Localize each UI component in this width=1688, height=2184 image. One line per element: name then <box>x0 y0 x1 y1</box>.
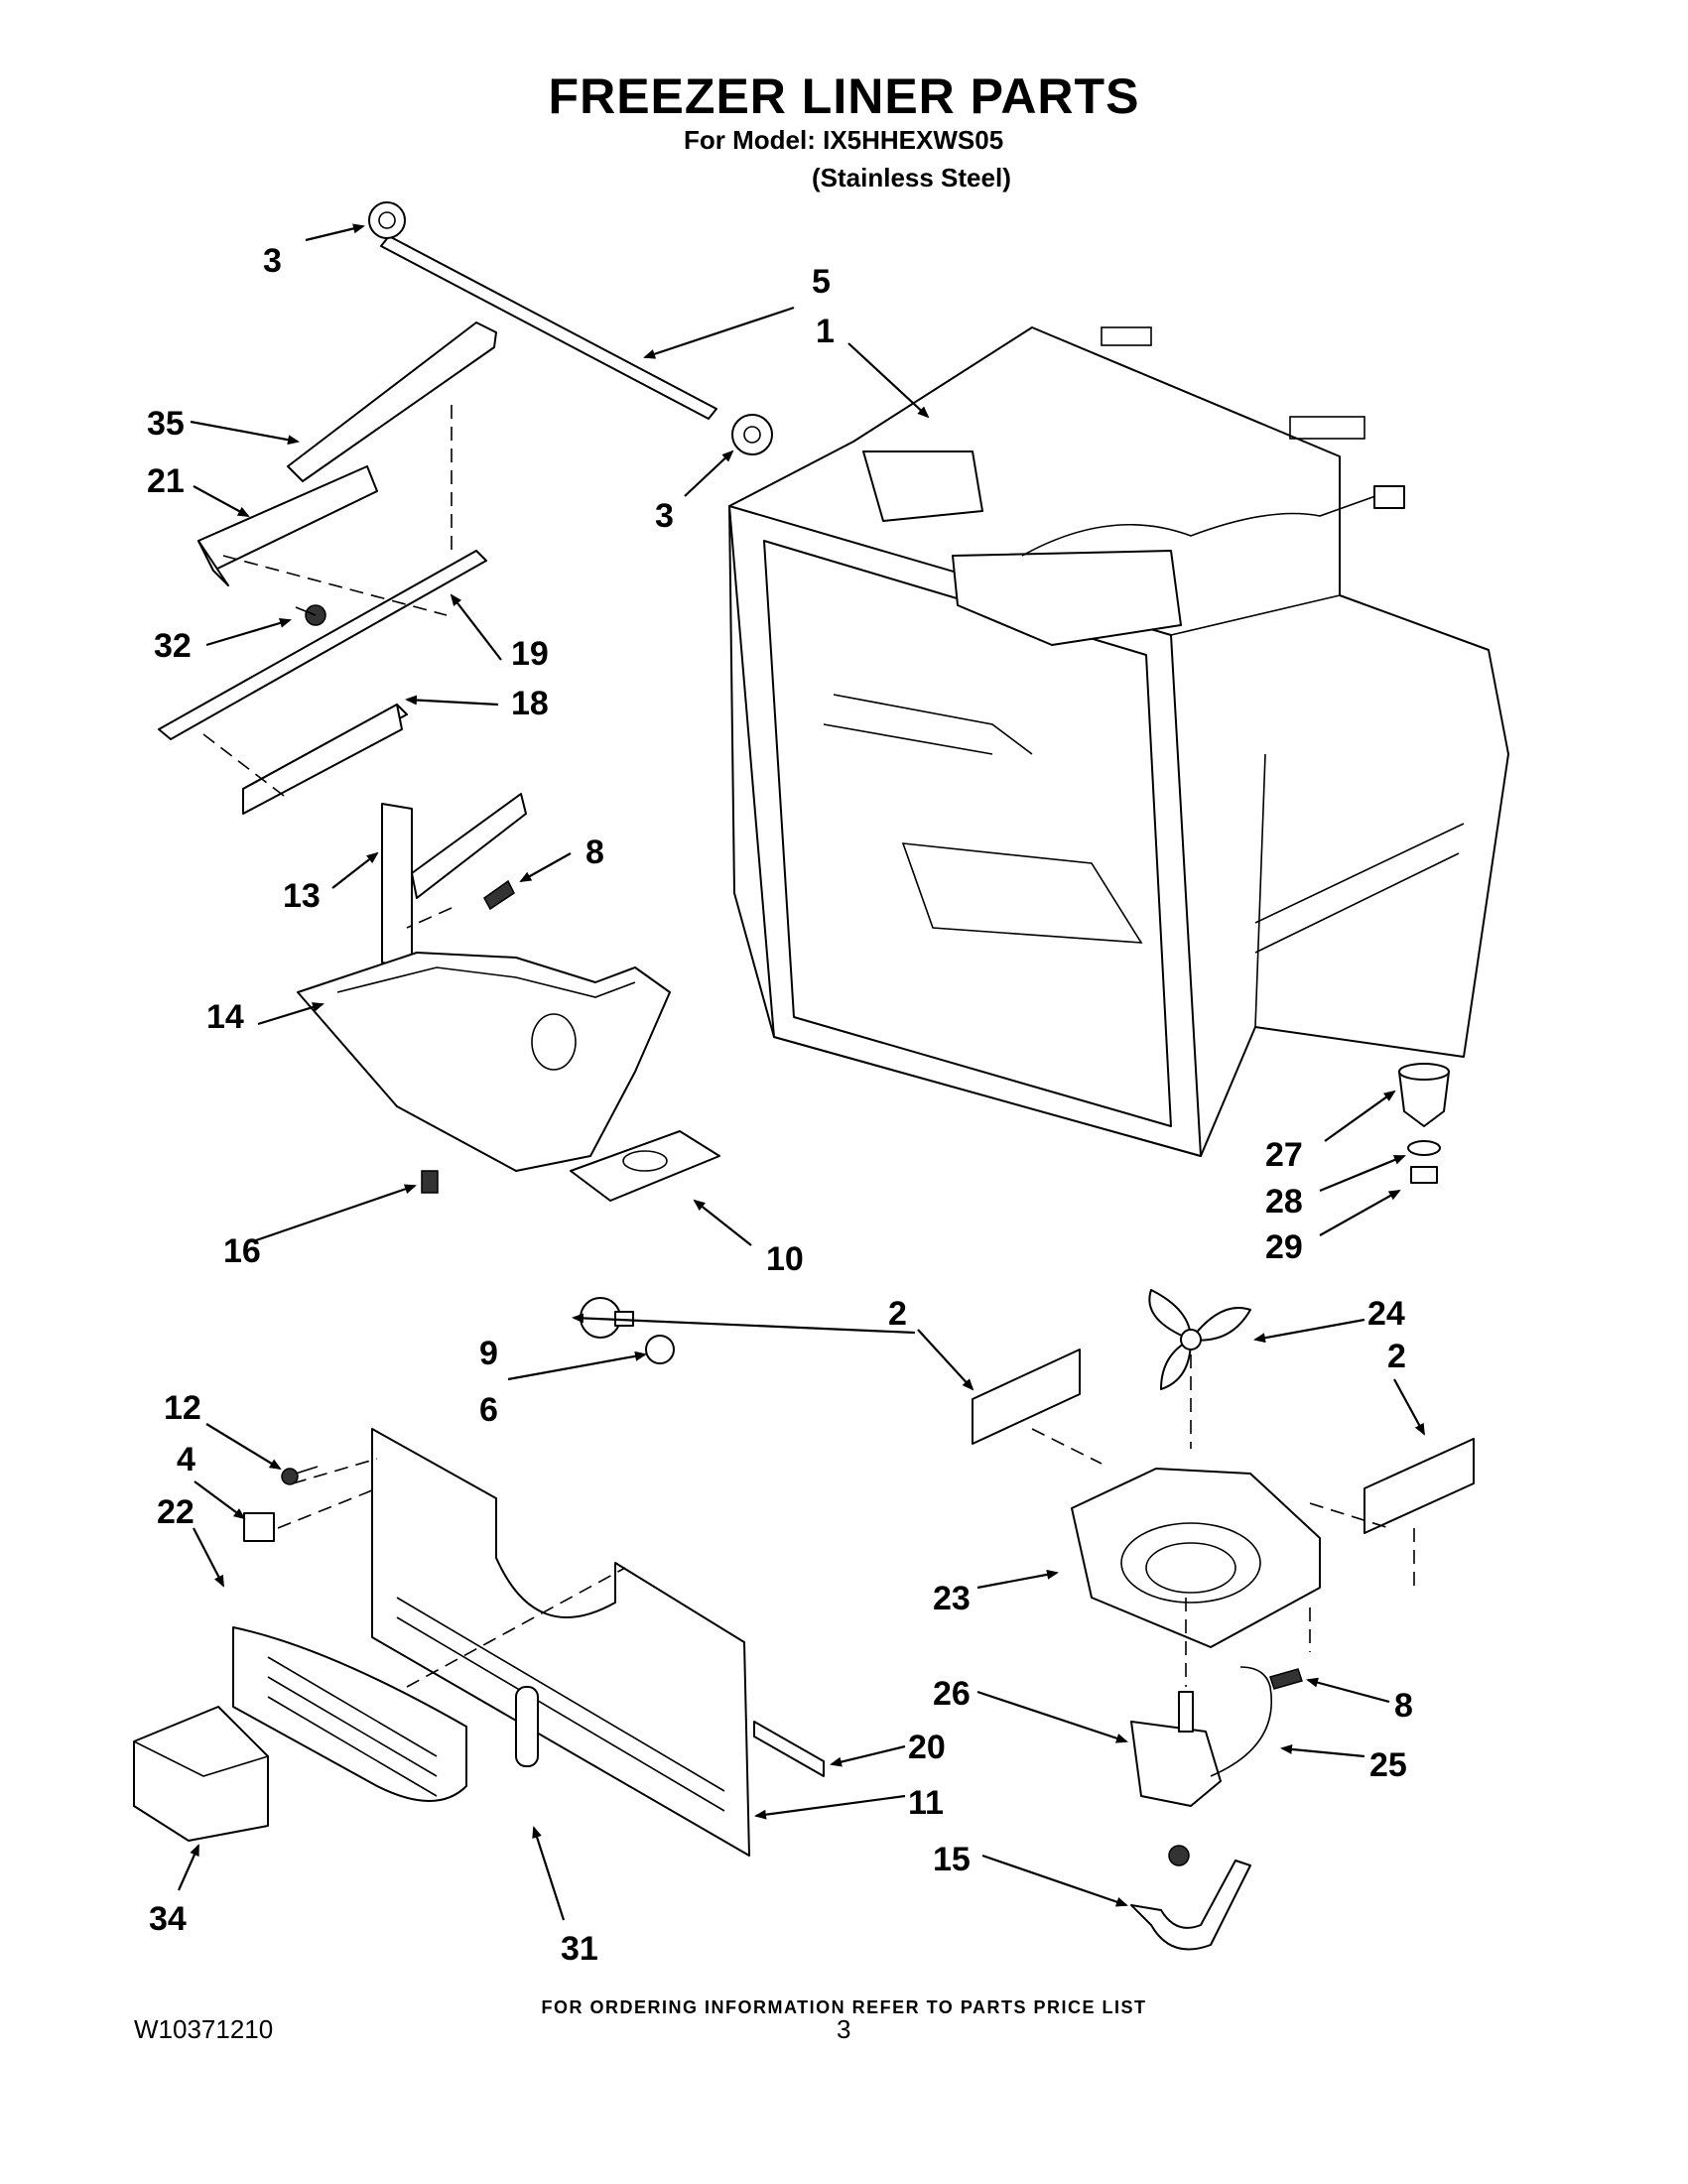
part-8-screw-upper <box>483 879 515 911</box>
callout-5: 5 <box>812 263 831 301</box>
part-8-screw-lower <box>1269 1668 1303 1690</box>
callout-35: 35 <box>147 405 185 443</box>
callout-28: 28 <box>1265 1183 1303 1220</box>
part-19-slide-rail <box>158 550 487 740</box>
callout-3-bottom: 3 <box>655 497 674 535</box>
part-23-fan-housing <box>1071 1468 1321 1648</box>
part-26-fan-motor <box>1130 1691 1222 1807</box>
part-6-socket <box>645 1335 675 1364</box>
model-line: For Model: IX5HHEXWS05 <box>684 125 1004 155</box>
part-2-insulation-right <box>1363 1438 1475 1534</box>
callout-8-upper: 8 <box>585 834 604 871</box>
callout-31: 31 <box>561 1930 598 1968</box>
document-number: W10371210 <box>134 2014 274 2044</box>
variant-line: (Stainless Steel) <box>812 163 1011 193</box>
part-18-slide-rail <box>242 704 408 815</box>
part-16-clip <box>421 1170 439 1194</box>
part-2-insulation-left <box>972 1349 1081 1445</box>
part-28-ring <box>1407 1140 1441 1156</box>
ordering-note: FOR ORDERING INFORMATION REFER TO PARTS … <box>541 1997 1147 2017</box>
part-1-freezer-liner <box>728 326 1509 1157</box>
callout-20: 20 <box>908 1729 946 1766</box>
part-20-seal-strip <box>753 1721 825 1777</box>
part-32-screw <box>295 604 326 626</box>
callout-2-right: 2 <box>1387 1338 1406 1375</box>
callout-13: 13 <box>283 877 321 915</box>
part-35-rail-trim <box>287 321 497 482</box>
callout-2-left: 2 <box>888 1295 907 1333</box>
callout-34: 34 <box>149 1900 187 1938</box>
callout-9: 9 <box>479 1335 498 1372</box>
part-31-clip <box>515 1686 539 1767</box>
callout-25: 25 <box>1369 1746 1407 1784</box>
callout-19: 19 <box>511 635 549 673</box>
callout-14: 14 <box>206 998 244 1036</box>
part-25-wire-harness <box>1168 1666 1272 1866</box>
callout-29: 29 <box>1265 1228 1303 1266</box>
part-34-air-diffuser <box>133 1706 269 1842</box>
callout-22: 22 <box>157 1493 195 1531</box>
part-27-cup <box>1398 1063 1450 1127</box>
callout-24: 24 <box>1367 1295 1405 1333</box>
callout-27: 27 <box>1265 1136 1303 1174</box>
callout-6: 6 <box>479 1391 498 1429</box>
callout-16: 16 <box>223 1232 261 1270</box>
part-13-support-bracket <box>381 793 527 968</box>
part-29-plug <box>1410 1166 1438 1184</box>
part-11-rear-panel <box>371 1428 750 1857</box>
part-14-evaporator-cover <box>297 952 671 1172</box>
callout-11: 11 <box>908 1784 944 1822</box>
part-3-gear-top <box>368 201 406 239</box>
callout-23: 23 <box>933 1580 971 1617</box>
part-3-gear-bottom <box>731 414 773 455</box>
part-4-thermostat <box>243 1512 275 1542</box>
callout-10: 10 <box>766 1240 804 1278</box>
callout-26: 26 <box>933 1675 971 1713</box>
callout-21: 21 <box>147 462 185 500</box>
callout-15: 15 <box>933 1841 971 1878</box>
page-number: 3 <box>837 2014 851 2044</box>
callout-3-top: 3 <box>263 242 282 280</box>
part-12-screw <box>281 1466 319 1485</box>
callout-8-lower: 8 <box>1394 1687 1413 1725</box>
part-15-motor-bracket <box>1130 1860 1251 1951</box>
part-21-bracket <box>197 465 378 586</box>
part-22-grille <box>232 1626 467 1802</box>
callout-1: 1 <box>816 313 835 350</box>
part-24-fan-blade <box>1148 1289 1251 1390</box>
callout-32: 32 <box>154 627 192 665</box>
callout-12: 12 <box>164 1389 201 1427</box>
callout-4: 4 <box>177 1441 195 1478</box>
callout-18: 18 <box>511 685 549 722</box>
page-title: FREEZER LINER PARTS <box>548 68 1140 124</box>
part-9-bulb <box>580 1297 634 1339</box>
part-5-rod <box>380 235 717 420</box>
part-10-foil-tape <box>570 1130 720 1202</box>
